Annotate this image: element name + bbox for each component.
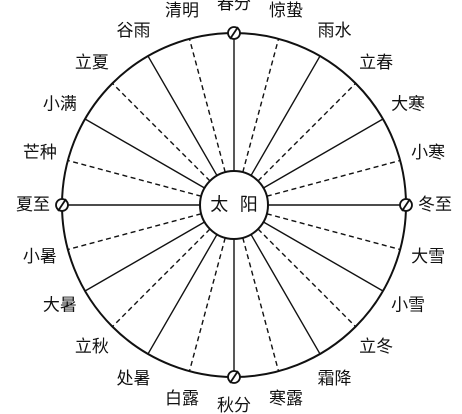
term-label-9: 立夏 [75, 53, 109, 73]
term-label-7: 清明 [165, 1, 199, 21]
term-label-11: 芒种 [23, 143, 57, 163]
spoke-solid-4 [250, 55, 321, 176]
spoke-dashed-17 [188, 237, 226, 372]
earth-marker-0 [399, 198, 413, 212]
term-label-20: 霜降 [318, 369, 352, 389]
spoke-dashed-9 [111, 82, 211, 182]
earth-axis-line [229, 26, 239, 40]
term-label-2: 大寒 [391, 95, 425, 115]
spoke-dashed-13 [67, 213, 202, 251]
spoke-dashed-21 [257, 228, 357, 328]
term-label-14: 大暑 [43, 296, 77, 316]
spoke-solid-2 [263, 118, 384, 189]
earth-axis-line [401, 198, 411, 212]
spoke-dashed-23 [266, 213, 401, 251]
term-label-15: 立秋 [75, 337, 109, 357]
term-label-6: 春分 [217, 0, 251, 14]
spoke-solid-16 [147, 234, 218, 355]
term-label-12: 夏至 [16, 195, 50, 215]
term-label-16: 处暑 [117, 369, 151, 389]
term-label-0: 冬至 [418, 195, 452, 215]
earth-marker-12 [55, 198, 69, 212]
term-label-5: 惊蛰 [269, 1, 303, 21]
spoke-solid-8 [147, 55, 218, 176]
term-label-13: 小暑 [23, 247, 57, 267]
sun-label: 太 阳 [210, 195, 257, 216]
earth-axis-line [229, 370, 239, 384]
earth-axis-line [57, 198, 67, 212]
term-label-21: 立冬 [359, 337, 393, 357]
term-label-4: 雨水 [318, 21, 352, 41]
spoke-solid-14 [84, 221, 205, 292]
spoke-dashed-19 [242, 237, 280, 372]
term-label-8: 谷雨 [117, 21, 151, 41]
spoke-dashed-3 [257, 82, 357, 182]
term-labels-group: 冬至 小寒 大寒 立春雨水惊蛰 春分 清明谷雨立夏小满芒种夏至小暑大暑立秋处暑白露秋分寒露… [16, 0, 452, 414]
term-label-3: 立春 [359, 53, 393, 73]
spoke-dashed-15 [111, 228, 211, 328]
spoke-dashed-11 [67, 159, 202, 197]
term-label-19: 寒露 [269, 389, 303, 409]
spoke-dashed-5 [242, 38, 280, 173]
term-label-1: 小寒 [411, 143, 445, 163]
earth-markers-group [55, 26, 413, 384]
spoke-solid-10 [84, 118, 205, 189]
term-label-18: 秋分 [217, 396, 251, 414]
spoke-solid-22 [263, 221, 384, 292]
term-label-23: 大雪 [411, 247, 445, 267]
spokes-group [62, 33, 406, 377]
earth-marker-18 [227, 370, 241, 384]
earth-marker-6 [227, 26, 241, 40]
term-label-10: 小满 [43, 95, 77, 115]
spoke-dashed-1 [266, 159, 401, 197]
term-label-22: 小雪 [391, 296, 425, 316]
spoke-dashed-7 [188, 38, 226, 173]
sun-circle [199, 170, 269, 240]
term-label-17: 白露 [165, 389, 199, 409]
spoke-solid-20 [250, 234, 321, 355]
